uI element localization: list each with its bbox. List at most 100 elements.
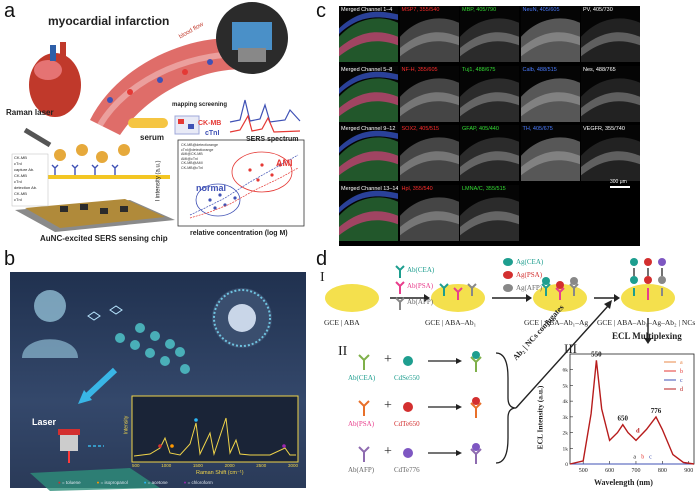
tissue-image [581,137,640,181]
microscopy-tile: MBP, 405/790 [460,6,519,62]
xtick: 2500 [256,463,267,468]
conj-ab-afp: Ab(AFP) [348,466,375,474]
ag-label-psa: Ag(PSA) [516,271,543,279]
plot-legend-item: CK-MB@AMI [181,161,203,166]
microscopy-tile: Merged Channel 13–14 [339,184,398,241]
microscopy-tile: PV, 405/730 [581,6,640,62]
plus-sign: + [384,398,392,413]
panel-b-illustration [22,288,299,491]
tissue-image [399,196,459,241]
tissue-image [520,18,580,62]
peak-label: 550 [591,350,602,358]
conj-ab-psa: Ab(PSA) [348,420,375,428]
panel-a-title: myocardial infarction [48,14,170,28]
ecl-multiplexing: ECL Multiplexing [612,331,682,341]
conj-nc-cea: CdSe550 [394,374,420,382]
legend-label: d [680,387,683,393]
panel-a-plot-ylabel: I intensity (a.u.) [155,160,162,202]
peak-label: 776 [651,407,662,415]
y-tick-label: 3k [563,415,569,421]
panel-a-chip-label: AuNC-excited SERS sensing chip [40,234,168,243]
panel-b: b Laser Intensity [0,248,310,491]
panel-a-plot-xlabel: relative concentration (log M) [190,230,288,237]
panel-d: d [312,248,700,491]
tile-label: TH, 405/675 [522,126,553,132]
panel-a-raman-laser: Raman laser [6,108,54,117]
microscopy-tile: NeuN, 405/605 [520,6,580,62]
panel-a-illustration [11,2,305,232]
ab-label-cea: Ab(CEA) [407,266,435,274]
xtick: 1000 [161,463,172,468]
curve-label-c: c [649,455,652,461]
scale-bar [610,186,630,188]
microscopy-tile: VEGFR, 355/740 [581,125,640,181]
tile-label: MSP7, 355/540 [401,7,440,13]
gce-label-4: GCE | ABA–Ab₁–Ag–Ab₂ | NCs [597,318,696,327]
xtick: 2000 [224,463,235,468]
gce-label-3: GCE | ABA–Ab₁–Ag [524,318,589,327]
legend-label: c [680,378,683,384]
plot-legend-item: AMI@CK-MB [181,152,203,157]
panel-a-serum: serum [140,133,165,142]
tile-label: SOX2, 405/515 [401,126,440,132]
tissue-image [339,71,398,122]
plot-legend-item: CK-MB@cTnI [181,165,204,170]
legend-item: detection Ab. [14,185,38,190]
panel-a-sers-spectrum: SERS spectrum [246,136,299,143]
scale-bar-label: 300 μm [610,179,627,185]
peak-label: 650 [618,415,629,423]
curve-label-b: b [641,455,644,461]
conj-nc-afp: CdTe776 [394,466,420,474]
plus-sign: + [384,444,392,459]
microscopy-tile: Merged Channel 5–8 [339,65,398,122]
y-tick-label: 6k [563,368,569,374]
panel-b-xticks: 500 1000 1500 2000 2500 3000 [132,463,298,468]
y-tick-label: 1k [563,446,569,452]
legend-item: capture Ab. [14,167,35,172]
microscopy-tile: Nes, 488/765 [581,65,640,122]
panel-a-ckmb: CK-MB [198,120,222,127]
ecl-xlabel: Wavelength (nm) [594,478,653,487]
microscopy-tile: Tuj1, 488/675 [460,65,519,122]
x-tick-label: 900 [684,468,693,474]
legend-isopropanol: ● = isopropanol [96,480,128,485]
plus-sign: + [384,352,392,367]
x-tick-label: 700 [631,468,640,474]
gce-label-2: GCE | ABA–Ab₁ [425,318,477,327]
legend-label: a [680,360,683,366]
panel-d-roman-ii: II [338,344,348,359]
plot-legend-item: CK-MB@detectiorange [181,143,219,147]
ecl-ylabel: ECL Intensity (a.u.) [535,385,545,450]
tissue-image [460,137,519,181]
tile-label: Merged Channel 5–8 [341,66,393,73]
tissue-image [339,130,398,181]
microscopy-tile: LMNA/C, 355/515 [460,184,519,241]
ag-label-afp: Ag(AFP) [516,284,543,292]
x-tick-label: 800 [658,468,667,474]
curve-label-a: a [633,455,636,461]
legend-item: cTnI [14,197,22,202]
panel-a-normal-label: normal [196,183,227,193]
tissue-image [399,137,459,181]
microscopy-tile: Hpl, 355/540 [399,184,459,241]
xtick: 500 [132,463,140,468]
legend-chloroform: ● = chloroform [183,480,213,485]
tissue-image [520,77,580,122]
microscopy-tile: Calb, 488/515 [520,65,580,122]
panel-a-legend: CK-MB cTnI capture Ab. CK-MB cTnI detect… [14,155,37,203]
tile-label: GFAP, 405/440 [462,126,499,132]
microscopy-tile: TH, 405/675 [520,125,580,181]
xtick: 1500 [192,463,203,468]
y-tick-label: 4k [563,399,569,405]
panel-b-plot-xlabel: Raman Shift (cm⁻¹) [196,470,244,476]
tile-label: NF-H, 355/605 [401,66,438,73]
panel-label-b: b [4,248,16,270]
legend-acetone: ● = acetone [143,480,168,485]
tissue-image [460,196,519,241]
tissue-image [460,77,519,122]
ab-label-psa: Ab(PSA) [407,282,434,290]
legend-label: b [680,369,683,375]
tissue-image [581,77,640,122]
y-tick-label: 5k [563,383,569,389]
